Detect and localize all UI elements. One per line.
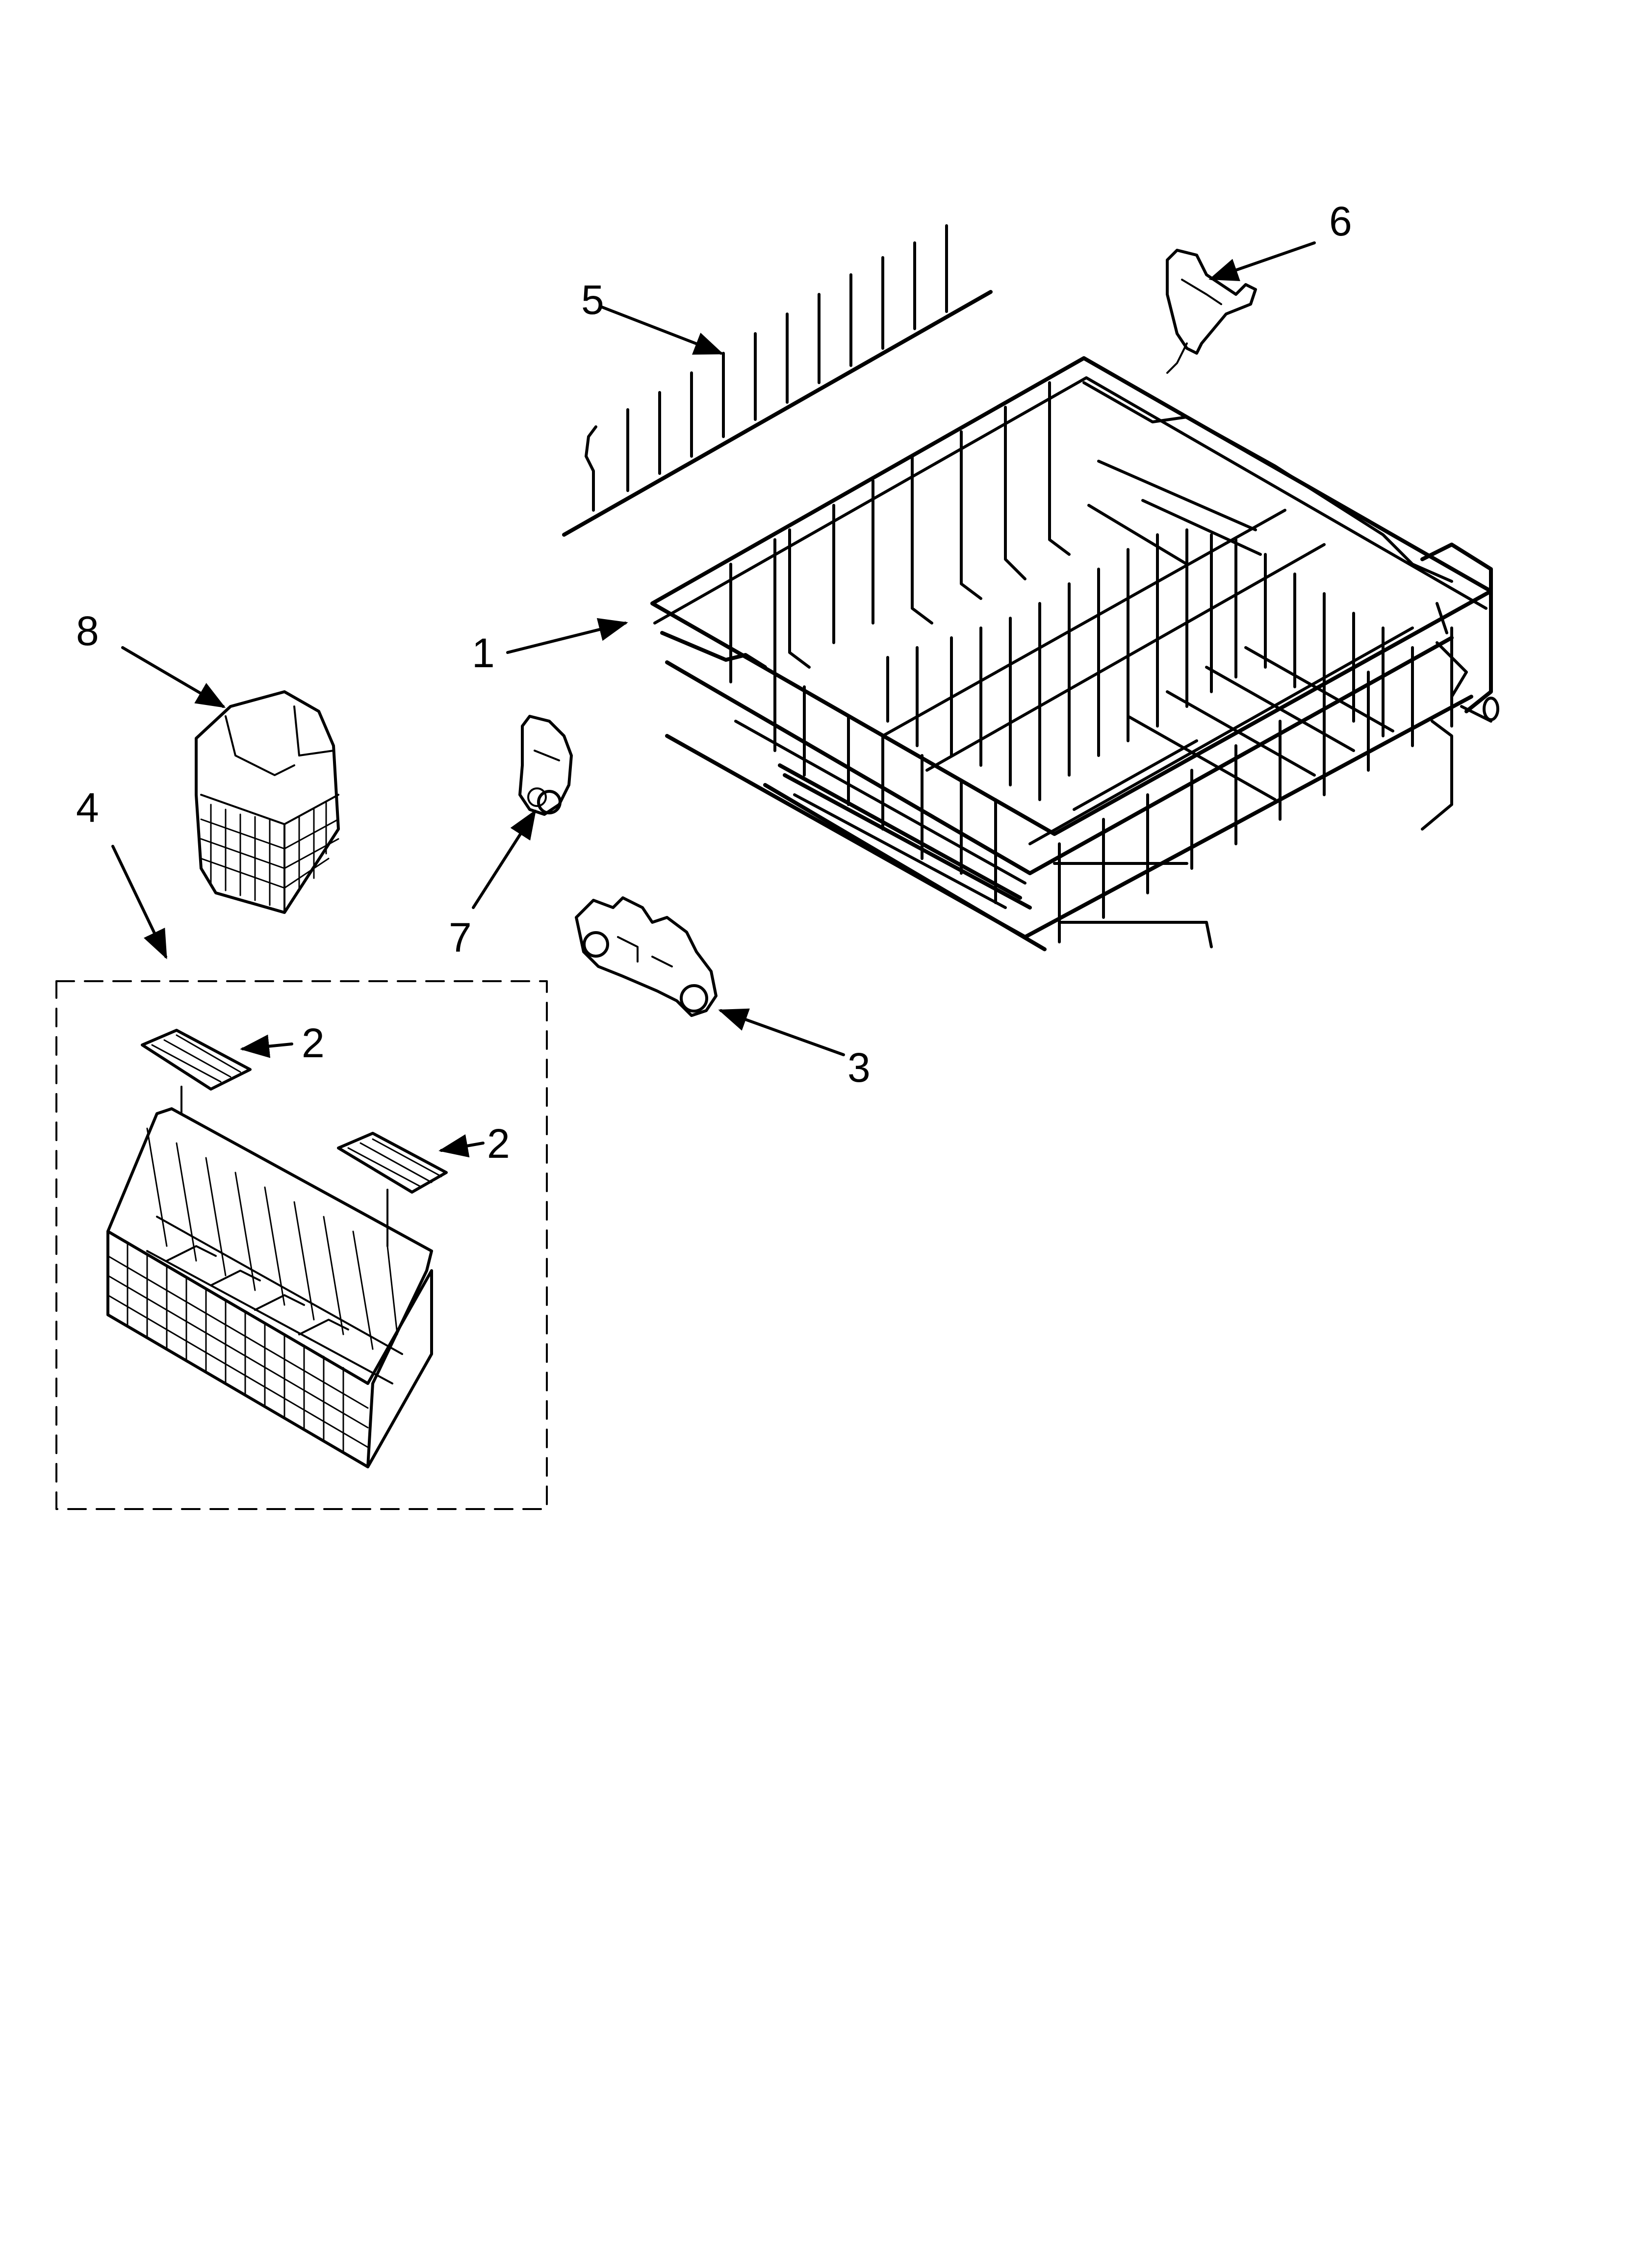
silverware-basket-assembly [55, 980, 548, 1510]
callout-5: 5 [581, 277, 604, 323]
callout-6: 6 [1329, 198, 1352, 244]
callout-3: 3 [847, 1044, 871, 1091]
lower-dish-rack [650, 356, 1499, 951]
callout-1: 1 [472, 630, 495, 676]
callout-7: 7 [449, 914, 472, 961]
leader-lines [111, 241, 1316, 1158]
rack-clip [1166, 249, 1257, 374]
callout-8: 8 [76, 608, 99, 654]
callout-2-lower: 2 [487, 1121, 510, 1167]
callout-2-upper: 2 [302, 1020, 325, 1066]
tine-row [562, 224, 993, 537]
roller-assembly [575, 896, 718, 1017]
callout-4: 4 [76, 784, 99, 831]
small-basket [195, 690, 340, 914]
roller-clip [518, 715, 573, 816]
